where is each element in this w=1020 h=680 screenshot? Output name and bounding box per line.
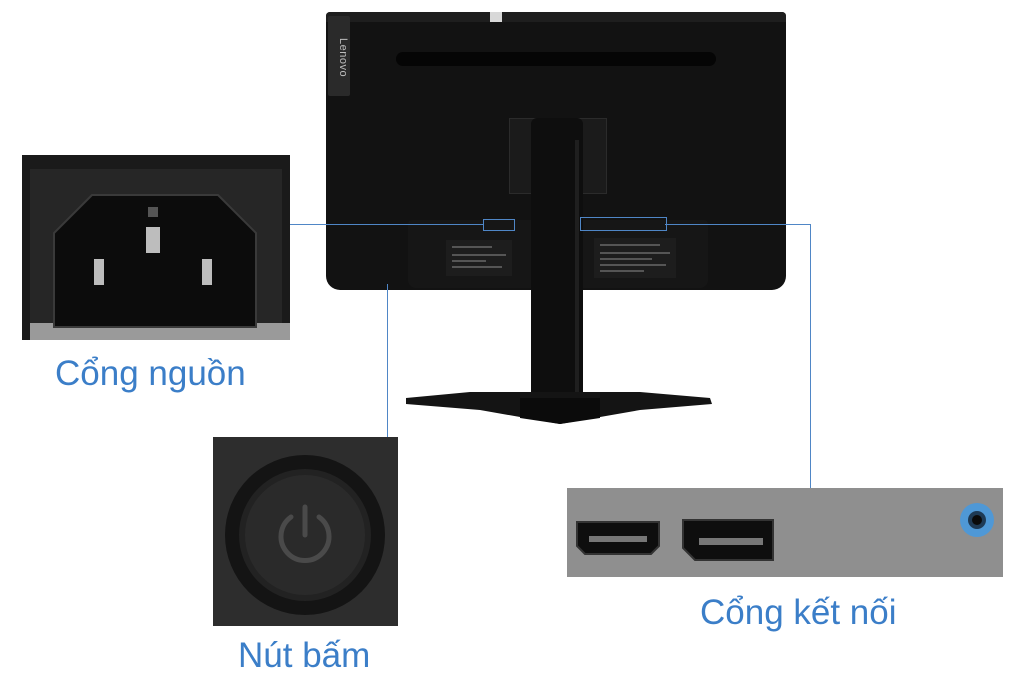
product-label-right (594, 238, 676, 278)
ports-highlight (580, 217, 667, 231)
ventilation-slot (396, 52, 716, 66)
ports-photo (567, 488, 1003, 577)
caption-power-port: Cổng nguồn (55, 354, 246, 393)
brand-logo: Lenovo (337, 38, 349, 78)
callout-line-button (387, 284, 388, 437)
audio-jack-icon (960, 503, 994, 537)
power-port-photo (22, 155, 290, 340)
caption-ports: Cổng kết nối (700, 593, 897, 632)
stand-neck (531, 118, 583, 408)
callout-line-power-port (290, 224, 483, 225)
power-button-photo (213, 437, 398, 626)
power-port-highlight (483, 219, 515, 231)
caption-power-button: Nút bấm (238, 636, 371, 675)
power-button-icon (278, 504, 332, 563)
hdmi-port-icon (576, 521, 660, 555)
monitor-top-edge (326, 12, 786, 22)
displayport-icon (682, 519, 774, 561)
callout-line-ports-v (810, 224, 811, 488)
serial-tag (490, 12, 502, 22)
product-label-left (446, 240, 512, 276)
callout-line-ports-h (665, 224, 811, 225)
stand-neck-highlight (575, 140, 579, 400)
brand-strip (328, 16, 350, 96)
power-socket-icon (22, 155, 290, 340)
